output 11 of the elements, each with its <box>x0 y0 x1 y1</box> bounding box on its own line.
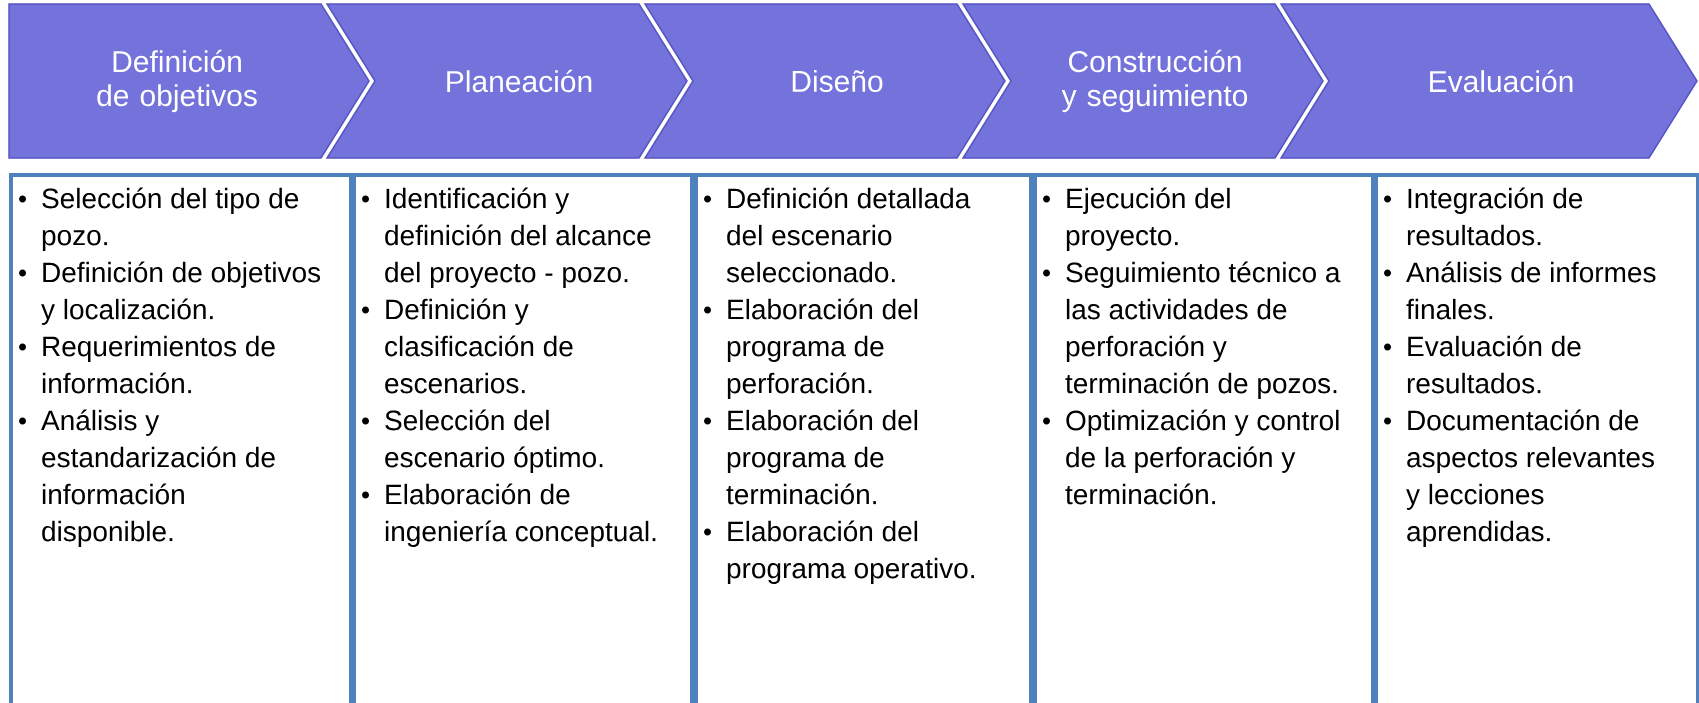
bullet-list-box: Identificación y definición del alcance del proyecto - pozo. Definición y clasificación de escenarios. Selección del escenario óptimo. Elaboración de ingeniería conceptual. <box>352 173 694 703</box>
phase-banner: Diseño <box>643 3 1006 159</box>
bullet-list-box: Ejecución del proyecto. Seguimiento técnico a las actividades de perforación y terminación de pozos. Optimización y control de la perforación y terminación. <box>1033 173 1375 703</box>
node-label: Evaluación <box>1430 69 1573 93</box>
phase-banner: Planeación <box>325 3 688 159</box>
bullet-list-box: Definición detallada del escenario seleccionado. Elaboración del programa de perforación. Elaboración del programa de terminación. Elaboración del programa operativo. <box>694 173 1033 703</box>
bullet-list-box: Selección del tipo de pozo. Definición de objetivos y localización. Requerimientos de información. Análisis y estandarización de información disponible. <box>9 173 353 703</box>
phase-banner: Evaluación <box>1279 3 1698 159</box>
phase-banner: Definición de objetivos <box>8 3 370 159</box>
bullet-list-box: Integración de resultados. Análisis de informes finales. Evaluación de resultados. Documentación de aspectos relevantes y lecciones aprendidas. <box>1374 173 1699 703</box>
phase-banner: Construcción y seguimiento <box>961 3 1324 159</box>
